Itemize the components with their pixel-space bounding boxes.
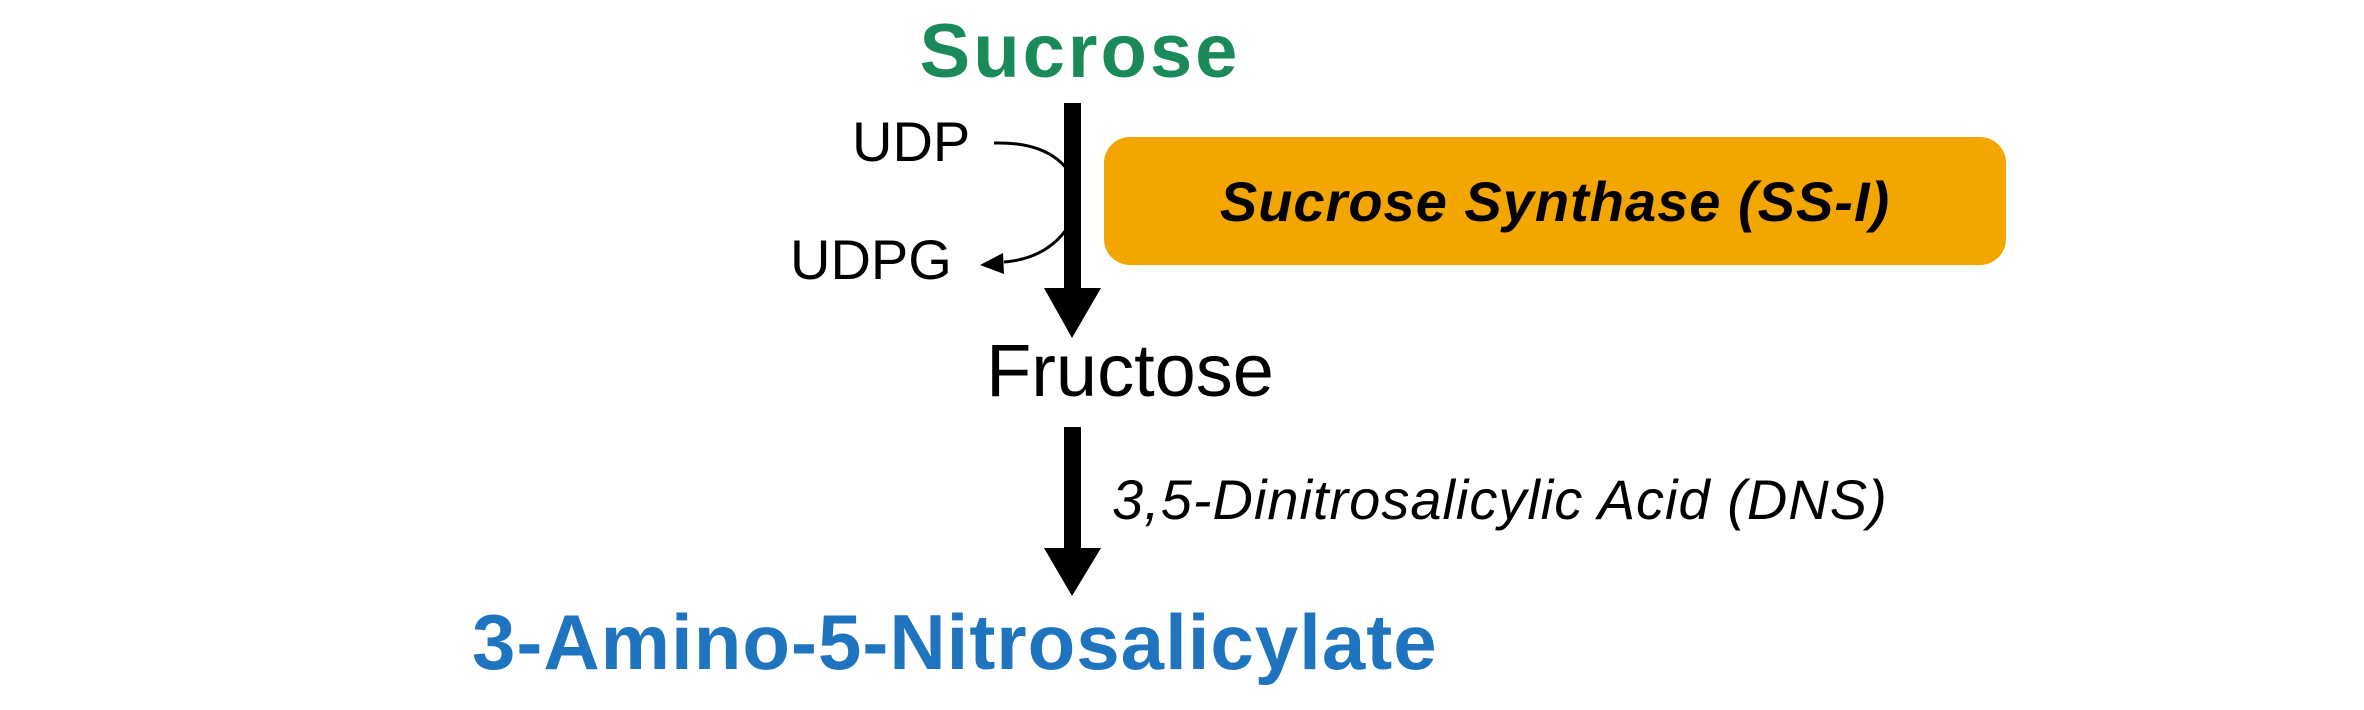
enzyme-box: Sucrose Synthase (SS-I) xyxy=(1104,137,2006,265)
product-label: 3-Amino-5-Nitrosalicylate xyxy=(472,598,1438,686)
cofactor-curved-arrow xyxy=(980,141,1079,274)
reaction-arrow-2 xyxy=(1044,427,1101,596)
reaction-arrow-1 xyxy=(1044,103,1101,338)
reagent-label: 3,5-Dinitrosalicylic Acid (DNS) xyxy=(1112,468,1888,531)
enzyme-label: Sucrose Synthase (SS-I) xyxy=(1219,169,1891,233)
cofactor-out-label: UDPG xyxy=(790,228,952,291)
cofactor-in-label: UDP xyxy=(852,110,971,173)
intermediate-label: Fructose xyxy=(986,329,1274,412)
substrate-label: Sucrose xyxy=(919,9,1241,94)
